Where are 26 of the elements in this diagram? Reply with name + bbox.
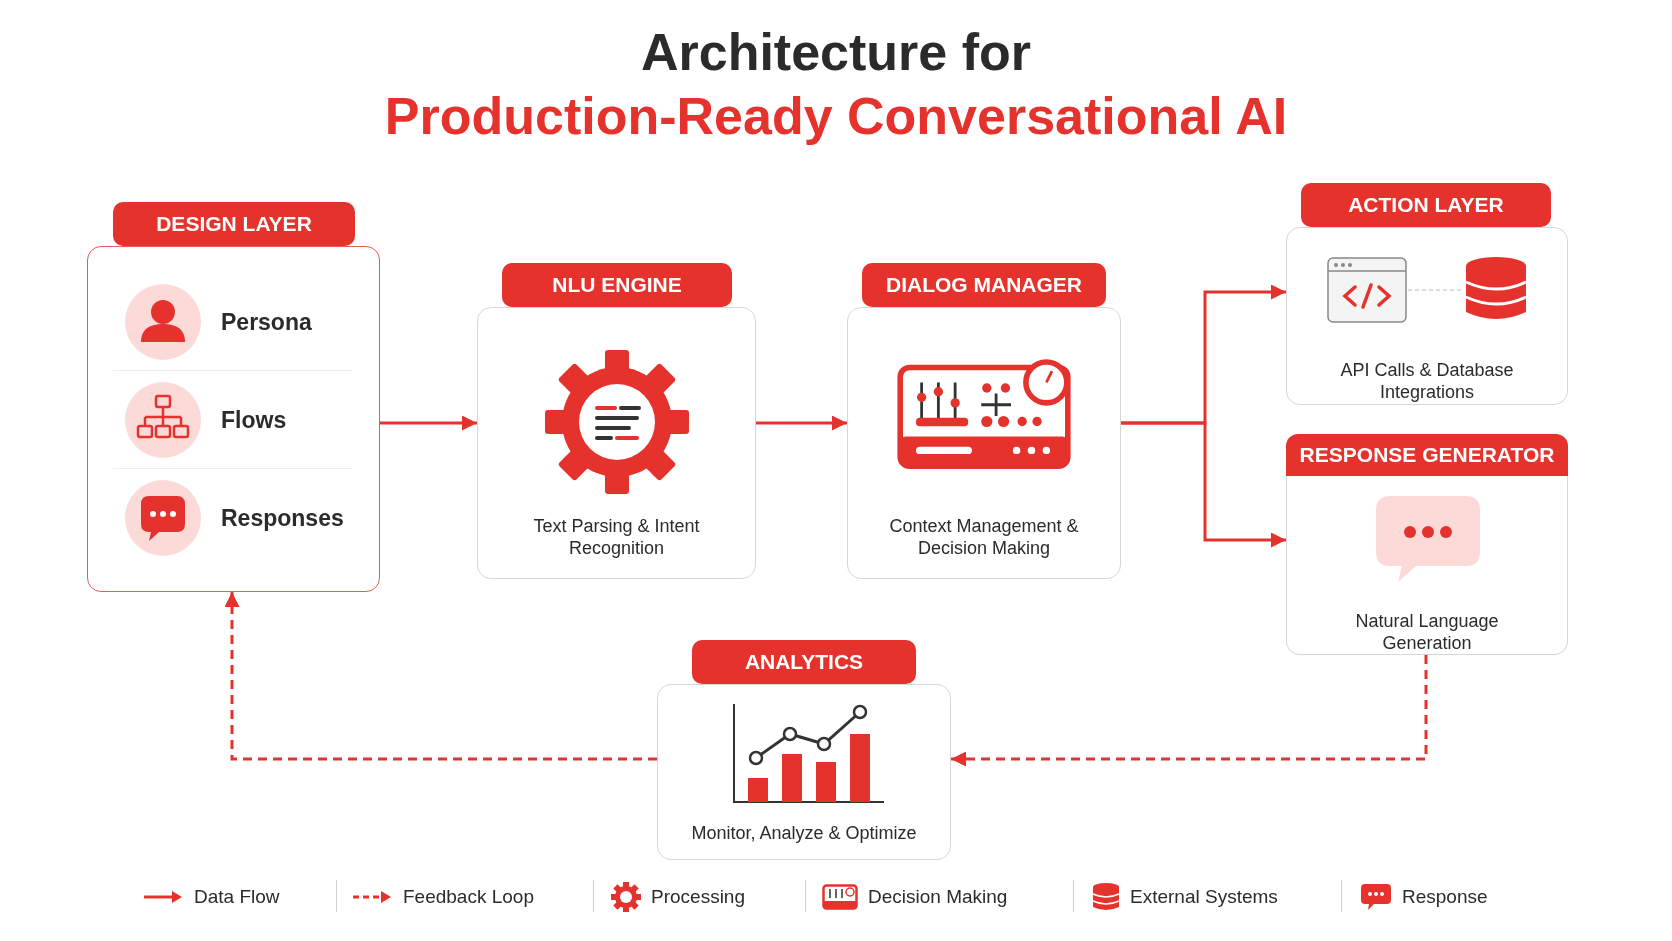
layer-description: Natural Language Generation	[1354, 610, 1500, 654]
legend-label: Decision Making	[868, 886, 1008, 908]
legend-label: Response	[1402, 886, 1488, 908]
layer-title: RESPONSE GENERATOR	[1286, 434, 1568, 476]
item-label: Persona	[221, 309, 312, 336]
arrow	[756, 415, 847, 431]
item-label: Flows	[221, 407, 287, 434]
layer-title: ACTION LAYER	[1301, 183, 1551, 227]
layer-description: API Calls & Database Integrations	[1339, 359, 1515, 403]
layer-title: DIALOG MANAGER	[862, 263, 1106, 307]
legend-label: Processing	[651, 886, 745, 908]
arrow	[951, 655, 1428, 767]
layer-description: Context Management & Decision Making	[888, 515, 1080, 559]
legend-label: Data Flow	[194, 886, 280, 908]
diagram-title: Architecture for Production-Ready Conversational AI	[383, 22, 1289, 147]
layer-title: DESIGN LAYER	[113, 202, 355, 246]
layer-description: Text Parsing & Intent Recognition	[532, 515, 701, 559]
legend-label: External Systems	[1130, 886, 1278, 908]
arrow	[1121, 421, 1286, 548]
item-label: Responses	[221, 505, 344, 532]
layer-description: Monitor, Analyze & Optimize	[690, 822, 918, 844]
layer-title: ANALYTICS	[692, 640, 916, 684]
legend-label: Feedback Loop	[403, 886, 534, 908]
layer-title: NLU ENGINE	[502, 263, 732, 307]
arrow	[224, 592, 657, 761]
arrow	[380, 415, 477, 431]
